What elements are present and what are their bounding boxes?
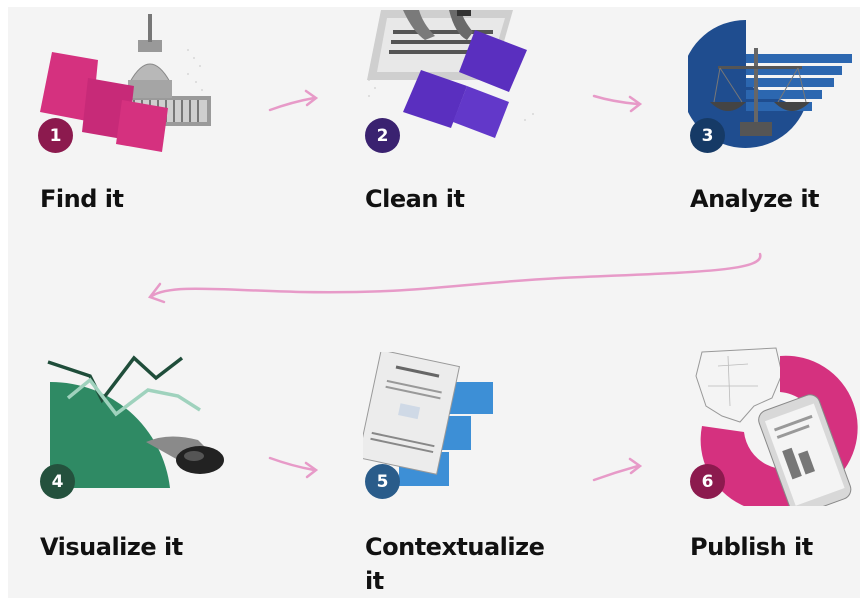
- step-visualize-it: 4 Visualize it: [38, 352, 238, 592]
- step-contextualize-it: 5 Contextualize it: [363, 352, 563, 595]
- phone-icon: [695, 347, 858, 506]
- arrow-icon: [268, 89, 319, 112]
- step-label: Contextualize it: [365, 533, 545, 595]
- step-clean-it: 2 Clean it: [363, 10, 563, 220]
- step-find-it: 1 Find it: [38, 10, 238, 220]
- step-label: Visualize it: [40, 533, 183, 561]
- step-label: Publish it: [690, 533, 813, 561]
- step-label: Clean it: [365, 185, 465, 213]
- step-label: Find it: [40, 185, 124, 213]
- step-number-badge: 6: [690, 464, 725, 499]
- arrow-icon: [592, 94, 643, 113]
- step-analyze-it: 3 Analyze it: [688, 10, 860, 220]
- scales-icon: [688, 19, 852, 148]
- step-number-badge: 2: [365, 118, 400, 153]
- step-number-badge: 3: [690, 118, 725, 153]
- report-icon: [363, 352, 493, 486]
- step-number-badge: 1: [38, 118, 73, 153]
- step-label: Analyze it: [690, 185, 820, 213]
- laptop-icon: [367, 10, 534, 138]
- arrow-icon: [592, 457, 643, 482]
- capitol-icon: [40, 14, 211, 152]
- step-publish-it: 6 Publish it: [688, 346, 860, 586]
- step-number-badge: 5: [365, 464, 400, 499]
- mouse-icon: [47, 355, 224, 488]
- arrow-icon: [268, 456, 319, 479]
- step-number-badge: 4: [40, 464, 75, 499]
